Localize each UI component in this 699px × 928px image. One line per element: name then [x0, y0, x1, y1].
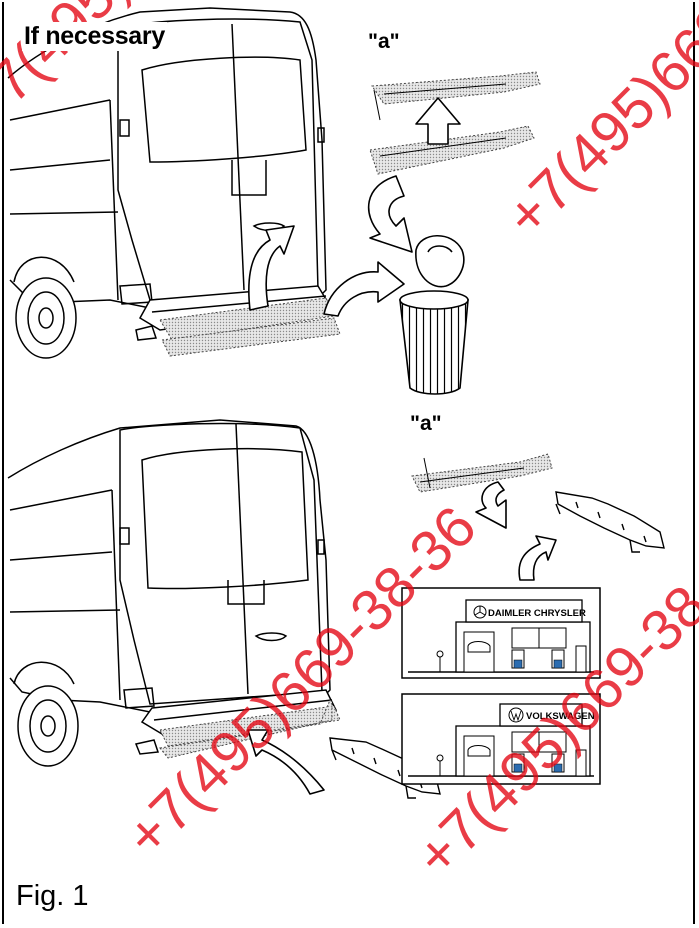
dealer-box-vw [401, 693, 601, 785]
figure-caption: Fig. 1 [16, 880, 89, 912]
arrows-bottom [247, 481, 557, 795]
watermark-text-4: +7(495)669-38-36 [493, 0, 699, 249]
trim-part-top-lower [369, 125, 535, 175]
arrows-top [248, 97, 461, 317]
dealer-name-daimler: DAIMLER CHRYSLER [488, 608, 586, 619]
trash-bin-icon [399, 235, 469, 395]
van-bottom [7, 419, 338, 767]
towbar-bracket-top [555, 491, 665, 553]
dealer-box-daimler [401, 587, 601, 679]
part-a-label-bottom: "a" [410, 412, 442, 435]
page-title: If necessary [22, 22, 167, 51]
trim-part-a-top [371, 71, 541, 121]
step-top [159, 297, 341, 357]
part-a-label-top: "a" [368, 30, 400, 53]
dealer-name-vw: VOLKSWAGEN [526, 711, 595, 722]
van-top [7, 7, 332, 359]
trim-part-a-bottom [411, 453, 553, 493]
step-bottom [159, 699, 341, 759]
